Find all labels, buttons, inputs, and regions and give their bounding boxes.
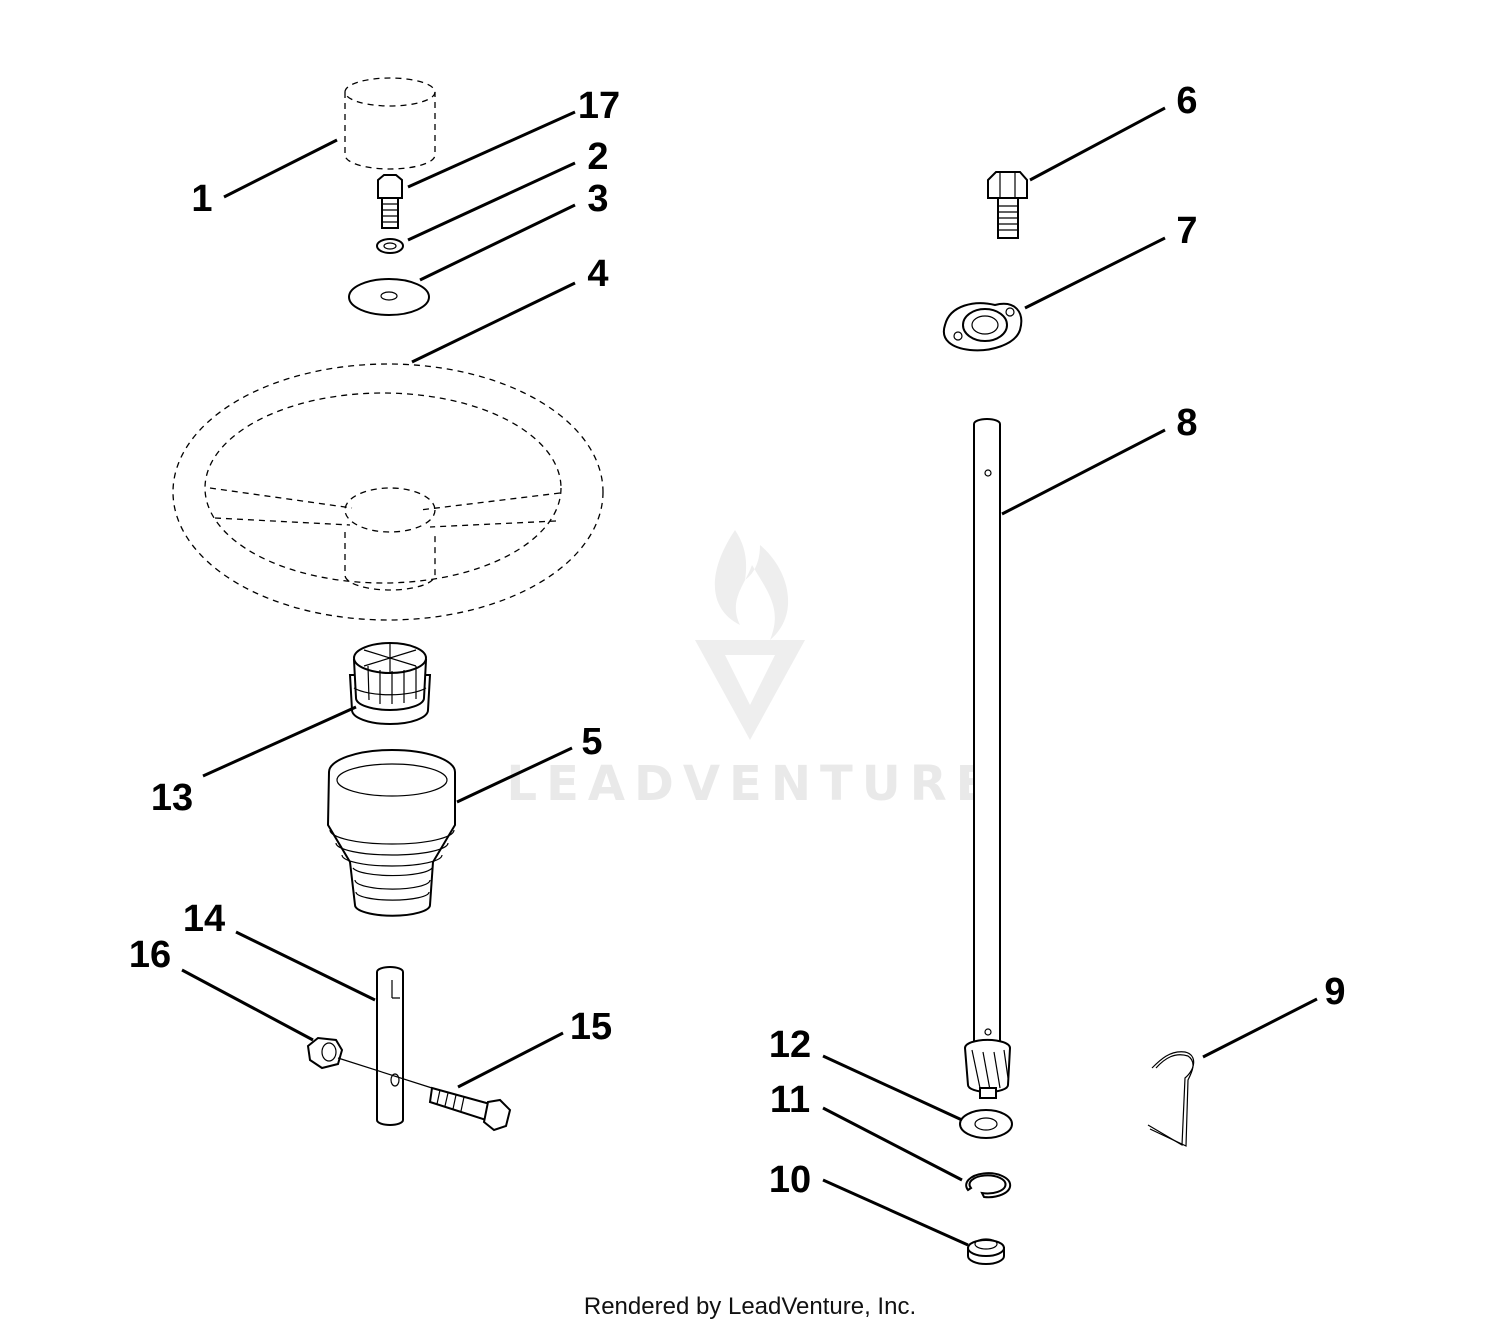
callout-5: 5 xyxy=(581,721,602,763)
callout-17: 17 xyxy=(578,85,620,127)
watermark-text: LEADVENTURE xyxy=(507,756,998,812)
callout-9: 9 xyxy=(1324,971,1345,1013)
leader-6 xyxy=(1029,106,1166,182)
callout-3: 3 xyxy=(587,178,608,220)
render-credit: Rendered by LeadVenture, Inc. xyxy=(583,1293,917,1320)
callout-11: 11 xyxy=(770,1079,810,1121)
leader-2 xyxy=(407,161,576,242)
steering-boot-part xyxy=(326,749,456,917)
callout-15: 15 xyxy=(570,1006,612,1048)
callout-8: 8 xyxy=(1176,402,1197,444)
leader-9 xyxy=(1202,997,1318,1059)
flange-bearing-part xyxy=(942,302,1023,352)
callout-10: 10 xyxy=(769,1159,811,1201)
bearing-bolt-part xyxy=(987,171,1028,239)
leader-11 xyxy=(822,1106,963,1182)
steering-column-part xyxy=(963,418,1012,1099)
leader-3 xyxy=(419,203,576,282)
flat-washer-part xyxy=(348,278,430,316)
leader-8 xyxy=(1001,428,1166,516)
steering-cap-part xyxy=(344,77,436,170)
leader-7 xyxy=(1024,236,1166,310)
flame-v-logo xyxy=(695,530,805,740)
leader-17 xyxy=(407,110,576,189)
callout-2: 2 xyxy=(587,136,608,178)
cap-bolt-part xyxy=(377,174,403,229)
lock-washer-part xyxy=(376,238,404,254)
watermark: LEADVENTURE xyxy=(507,530,998,812)
callout-16: 16 xyxy=(129,934,171,976)
leader-15 xyxy=(457,1031,564,1089)
callout-12: 12 xyxy=(769,1024,811,1066)
leader-13 xyxy=(202,705,357,778)
callout-4: 4 xyxy=(587,253,608,295)
callout-6: 6 xyxy=(1176,80,1197,122)
cross-bolt-part xyxy=(337,1057,512,1132)
leader-14 xyxy=(235,930,376,1002)
leader-16 xyxy=(181,968,314,1042)
column-washer-part xyxy=(959,1109,1013,1139)
steering-shaft-part xyxy=(376,966,404,1126)
leader-1 xyxy=(223,138,338,199)
callout-7: 7 xyxy=(1176,210,1197,252)
callouts: 1 17 2 3 4 6 7 8 13 5 14 16 15 9 12 11 1… xyxy=(129,80,1346,1201)
leader-4 xyxy=(411,281,576,364)
callout-13: 13 xyxy=(151,777,193,819)
retaining-ring-part xyxy=(965,1172,1012,1199)
steering-wheel-part xyxy=(172,363,604,621)
bushing-part xyxy=(967,1238,1005,1265)
leader-12 xyxy=(822,1054,963,1122)
leader-5 xyxy=(456,746,573,804)
hex-nut-part xyxy=(306,1036,344,1070)
callout-14: 14 xyxy=(183,898,225,940)
callout-1: 1 xyxy=(191,178,212,220)
leader-lines xyxy=(181,106,1318,1247)
spring-clip-part xyxy=(1147,1051,1195,1147)
spline-adapter-part xyxy=(348,642,432,725)
leader-10 xyxy=(822,1178,969,1247)
